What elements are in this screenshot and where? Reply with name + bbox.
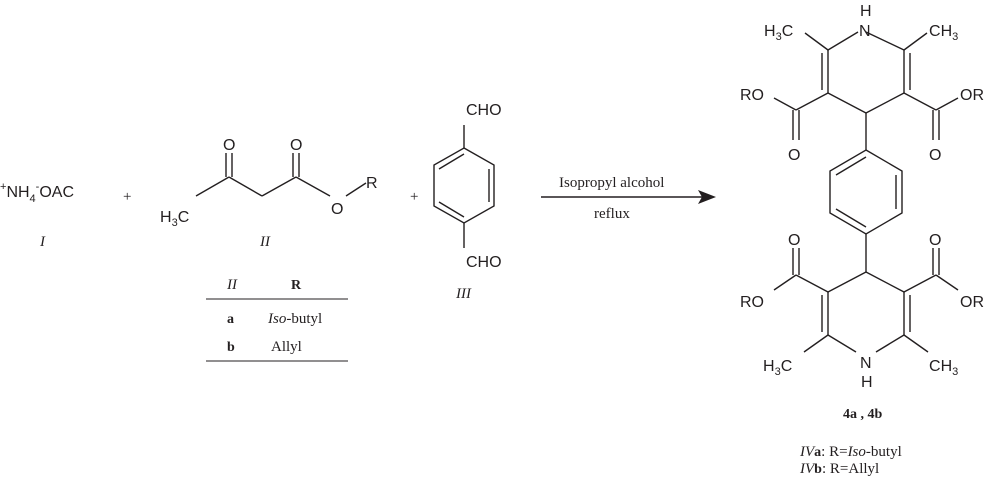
atom-O: O	[788, 232, 800, 249]
reagent-terephthalaldehyde: CHO CHO III	[433, 102, 502, 302]
bond	[804, 32, 829, 51]
compound-label: 4a , 4b	[843, 407, 883, 422]
atom-R: R	[366, 175, 378, 192]
bond	[803, 334, 829, 353]
bond	[875, 334, 905, 353]
product-structure: H N H3C CH3 RO OR O O O O RO OR H3C CH3 …	[740, 3, 984, 422]
aromatic-bond	[438, 153, 465, 170]
bond	[295, 176, 331, 197]
bond	[865, 92, 905, 114]
bond	[827, 334, 857, 353]
legend-line: IVb: R=Allyl	[799, 461, 879, 477]
methyl-group: H3C	[763, 358, 792, 378]
bond	[795, 274, 829, 293]
bond	[827, 271, 867, 293]
plus-sign-1: +	[123, 189, 131, 205]
table-row-key: a	[227, 312, 234, 327]
bond	[827, 92, 867, 114]
bond	[345, 182, 367, 197]
label-I: I	[39, 234, 46, 250]
table-header-II: II	[226, 277, 238, 293]
ammonium-formula: +NH4-OAC	[0, 181, 74, 205]
atom-O: O	[290, 137, 302, 154]
atom-O: O	[331, 201, 343, 218]
aromatic-bond	[835, 208, 867, 228]
bond	[795, 92, 829, 111]
table-row-value: Iso-butyl	[267, 311, 322, 327]
bond	[773, 274, 797, 291]
ester-OR: OR	[960, 294, 984, 311]
table-row-value: Allyl	[271, 339, 302, 355]
reagent-ammonium-acetate: +NH4-OAC I	[0, 181, 74, 250]
aromatic-bond	[438, 201, 465, 218]
legend-line: IVa: R=Iso-butyl	[799, 444, 902, 460]
aldehyde-group: CHO	[466, 102, 502, 119]
bond	[195, 176, 230, 197]
methyl-group: CH3	[929, 23, 958, 43]
bond	[865, 31, 905, 51]
arrow-head	[698, 190, 716, 204]
bond	[935, 274, 959, 291]
reaction-arrow: Isopropyl alcohol reflux	[541, 175, 716, 222]
atom-N: N	[860, 355, 872, 372]
methyl-group: H3C	[764, 23, 793, 43]
bond	[865, 271, 905, 293]
bond	[773, 97, 797, 111]
label-II: II	[259, 234, 271, 250]
product-legend: IVa: R=Iso-butyl IVb: R=Allyl	[799, 444, 902, 477]
table-row-key: b	[227, 340, 235, 355]
methyl-group: CH3	[929, 358, 958, 378]
atom-H: H	[861, 374, 873, 391]
table-header-R: R	[291, 278, 302, 293]
atom-N: N	[859, 23, 871, 40]
substituent-table: II R a Iso-butyl b Allyl	[206, 277, 348, 362]
atom-O: O	[929, 147, 941, 164]
condition-reflux: reflux	[594, 206, 630, 222]
condition-solvent: Isopropyl alcohol	[559, 175, 664, 191]
aldehyde-group: CHO	[466, 254, 502, 271]
aromatic-bond	[835, 156, 867, 176]
bond	[228, 176, 263, 197]
atom-H: H	[860, 3, 872, 20]
atom-O: O	[223, 137, 235, 154]
atom-O: O	[788, 147, 800, 164]
bond	[903, 274, 937, 293]
ester-RO: RO	[740, 87, 764, 104]
benzene-ring	[433, 147, 495, 224]
bond	[827, 31, 859, 51]
bond	[935, 97, 959, 111]
ester-RO: RO	[740, 294, 764, 311]
methyl-group: H3C	[160, 209, 189, 229]
plus-sign-2: +	[410, 189, 418, 205]
bond	[903, 32, 928, 51]
bond	[261, 176, 297, 197]
bond	[903, 92, 937, 111]
bond	[903, 334, 929, 353]
reagent-acetoacetate: O O H3C O R II	[160, 137, 378, 250]
atom-O: O	[929, 232, 941, 249]
benzene-ring	[829, 149, 903, 235]
label-III: III	[455, 286, 472, 302]
ester-OR: OR	[960, 87, 984, 104]
